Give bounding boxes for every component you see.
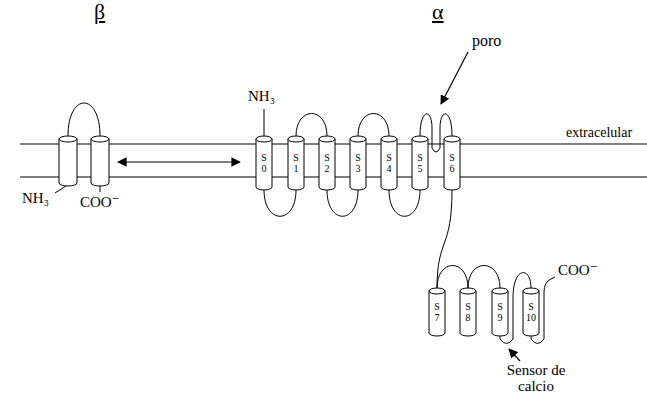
terminus-line	[264, 109, 265, 137]
segment-label: S 5	[415, 152, 425, 175]
segment-label: S 10	[526, 301, 536, 324]
terminus-label: COO⁻	[80, 194, 120, 211]
segment-label: S 8	[463, 301, 473, 324]
helix-segment: S 3	[349, 136, 367, 190]
segment-label: S 0	[259, 152, 269, 175]
loop-connector	[437, 266, 468, 289]
helix-segment: S 8	[459, 288, 477, 336]
subunit-title: α	[432, 0, 444, 24]
loop-connector	[358, 114, 389, 137]
helix-segment: S 0	[255, 136, 273, 190]
helix-segment: S 4	[380, 136, 398, 190]
segment-label: S 2	[322, 152, 332, 175]
sensor-label: Sensor de calcio	[488, 363, 584, 395]
loop-connector	[296, 114, 327, 137]
segment-label: S 1	[291, 152, 301, 175]
terminus-label: NH₃	[248, 88, 275, 105]
helix-segment: S 1	[287, 136, 305, 190]
beta-helix	[91, 136, 109, 186]
pore-arrow	[441, 52, 468, 104]
helix-segment: S 7	[428, 288, 446, 336]
sensor-arrow	[509, 349, 520, 361]
helix-segment: S 10	[522, 288, 540, 336]
terminus-line	[100, 186, 101, 192]
helix-segment: S 2	[318, 136, 336, 190]
loop-connector	[389, 190, 420, 216]
segment-label: S 6	[447, 152, 457, 175]
loop-connector	[437, 190, 452, 288]
terminus-line	[55, 186, 66, 193]
side-label: extracelular	[566, 125, 632, 140]
segment-label: S 9	[495, 301, 505, 324]
pore-label: poro	[472, 32, 501, 50]
loop-connector	[264, 190, 296, 216]
loop-connector	[327, 190, 358, 216]
beta-loop	[68, 103, 100, 136]
helix-segment: S 5	[411, 136, 429, 190]
helix-segment: S 6	[443, 136, 461, 190]
terminus-label: COO⁻	[558, 262, 598, 279]
segment-label: S 3	[353, 152, 363, 175]
subunit-title: β	[94, 0, 105, 24]
interaction-arrow	[118, 161, 240, 162]
terminus-label: NH₃	[22, 190, 49, 207]
segment-label: S 4	[384, 152, 394, 175]
beta-helix	[59, 136, 77, 186]
segment-label: S 7	[432, 301, 442, 324]
loop-connector	[468, 266, 500, 289]
helix-segment: S 9	[491, 288, 509, 336]
